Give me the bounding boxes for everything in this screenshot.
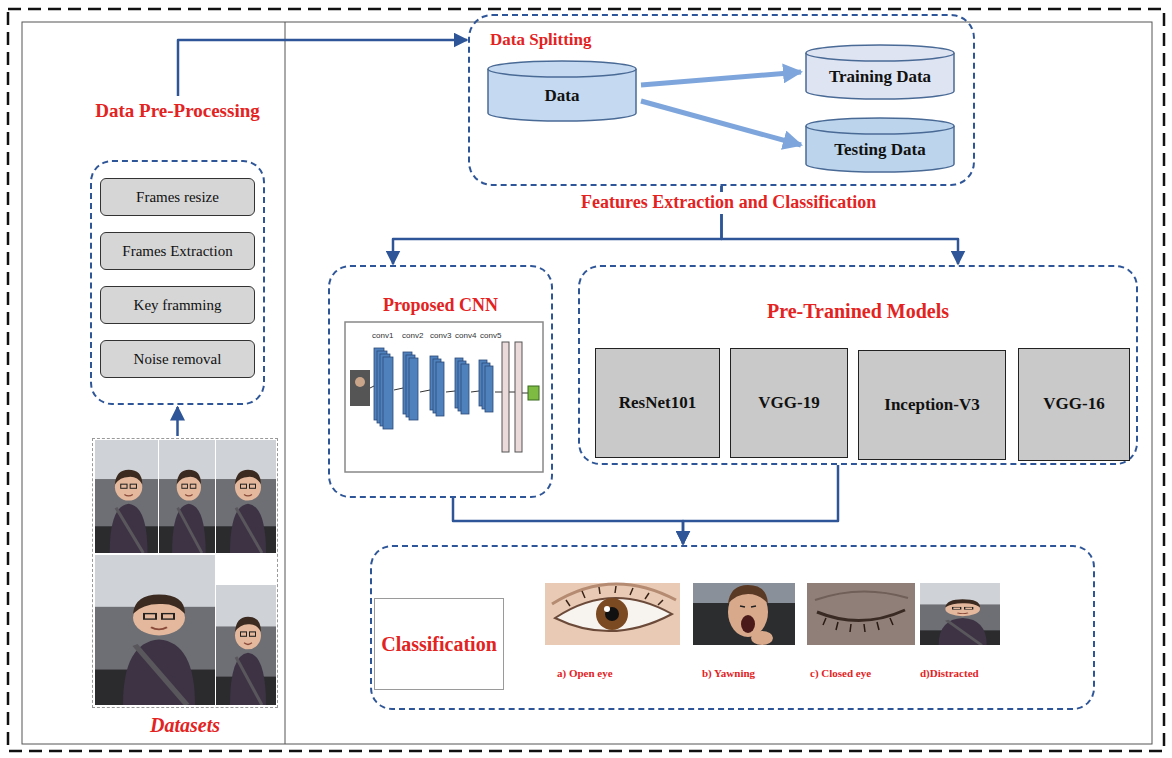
open-eye-photo-part (566, 586, 663, 606)
cnn-illustration-part-part (436, 362, 444, 416)
yawning-photo-part (740, 606, 756, 607)
stage-panel: a) Open eye b) Yawning c) Closed eye d)Dist… (370, 545, 1095, 710)
gallery-caption: Datasets (150, 713, 220, 737)
stage-panel: Pre-Tranined ModelsResNet101 VGG-19 Incept… (578, 265, 1138, 465)
dataset-photos-part (216, 440, 276, 553)
step-label: Frames resize (136, 188, 219, 206)
cylinder-top (806, 45, 954, 61)
flow-arrow (176, 407, 179, 436)
dataset-photos (95, 440, 276, 705)
layer-label: conv3 (430, 331, 451, 341)
closed-eye-photo-part (815, 591, 908, 600)
model-label: ResNet101 (619, 393, 696, 413)
cnn-illustration-part (345, 322, 543, 472)
cnn-illustration-part (374, 348, 493, 429)
closed-eye-photo-part (823, 618, 893, 632)
cnn-illustration-part (528, 386, 539, 400)
cnn-illustration-part (355, 377, 365, 387)
step-box: Frames Extraction (100, 232, 255, 270)
box-heading: Classification (381, 632, 497, 656)
dataset-gallery: Datasets (92, 438, 278, 708)
step-label: Noise removal (134, 350, 222, 368)
step-label: Key framming (134, 296, 222, 314)
open-eye-photo-part (604, 606, 610, 612)
layer-label: conv4 (455, 331, 476, 341)
flow-arrow (641, 72, 801, 85)
class-caption: d)Distracted (920, 667, 979, 680)
model-box: Inception-V3 (858, 350, 1006, 460)
cnn-illustration-part (515, 342, 522, 452)
dataset-photos-part (95, 440, 158, 553)
model-label: Inception-V3 (884, 395, 979, 415)
model-box: ResNet101 (595, 348, 720, 458)
class-caption: a) Open eye (557, 667, 613, 680)
closed-eye-photo (807, 583, 915, 645)
cnn-illustration-part-part (461, 364, 469, 414)
outer-frame (8, 9, 1164, 751)
open-eye-photo (545, 583, 680, 645)
open-eye-photo-part (596, 598, 628, 630)
cylinder-top (806, 118, 954, 134)
flow-arrow (453, 498, 683, 544)
model-label: VGG-19 (758, 393, 819, 413)
cnn-illustration-part-part (485, 366, 493, 412)
step-label: Frames Extraction (122, 242, 232, 260)
dataset-photos-part (95, 555, 215, 705)
cnn-illustration-part (502, 342, 509, 452)
panel-heading: Data Pre-Processing (95, 100, 259, 123)
cylinder-label: Training Data (829, 57, 931, 87)
distracted-photo (920, 583, 1000, 645)
flow-arrow (178, 40, 467, 96)
dataset-photos-part (159, 440, 215, 553)
open-eye-photo-part (545, 583, 680, 645)
cylinder-top (488, 61, 636, 77)
section-label: Features Extraction and Classification (578, 192, 879, 214)
model-box: VGG-16 (1018, 348, 1130, 461)
distracted-photo-part (920, 583, 1000, 645)
step-box: Frames resize (100, 178, 255, 216)
cylinder-label: Testing Data (834, 130, 925, 160)
outer-frame-part (8, 9, 1164, 751)
outer-frame-part (285, 22, 286, 744)
cnn-illustration (345, 322, 543, 472)
model-label: VGG-16 (1043, 394, 1104, 414)
open-eye-photo-part (555, 598, 672, 631)
cnn-illustration-part-part (383, 357, 393, 429)
panel-heading: Pre-Tranined Models (767, 299, 949, 323)
dataset-photos-part (216, 585, 276, 705)
yawning-photo-part (693, 583, 795, 645)
layer-label: conv1 (372, 331, 393, 341)
yawning-photo-part (741, 615, 755, 633)
yawning-photo (693, 583, 795, 645)
layer-label: conv2 (402, 331, 423, 341)
cylinder-label: Data (545, 76, 580, 106)
yawning-photo-part (751, 631, 773, 645)
panel-heading: Proposed CNN (383, 295, 498, 317)
yawning-photo-part (728, 585, 768, 604)
title-box: Classification (374, 598, 505, 690)
closed-eye-photo-part (807, 583, 915, 645)
class-caption: c) Closed eye (810, 667, 871, 680)
closed-eye-photo-part (817, 610, 905, 621)
cnn-illustration-part (350, 370, 370, 406)
stage-panel: Proposed CNN (328, 265, 553, 498)
panel-heading: Data Splitting (490, 30, 592, 50)
flow-arrow (683, 465, 838, 544)
outer-frame-part (22, 22, 1152, 744)
data-cylinder: Testing Data (805, 117, 955, 173)
cnn-illustration-part-part (409, 358, 418, 420)
class-caption: b) Yawning (702, 667, 755, 680)
step-box: Noise removal (100, 340, 255, 378)
model-box: VGG-19 (730, 348, 848, 458)
step-box: Key framming (100, 286, 255, 324)
data-cylinder: Data (487, 60, 637, 122)
open-eye-photo-part (605, 607, 619, 621)
layer-label: conv5 (480, 331, 501, 341)
data-cylinder: Training Data (805, 44, 955, 100)
flow-arrow (641, 101, 801, 145)
stage-panel: Data SplittingData Training DataTesting D… (468, 14, 975, 186)
stage-panel: Data Pre-ProcessingFrames resizeFrames E… (90, 160, 265, 405)
